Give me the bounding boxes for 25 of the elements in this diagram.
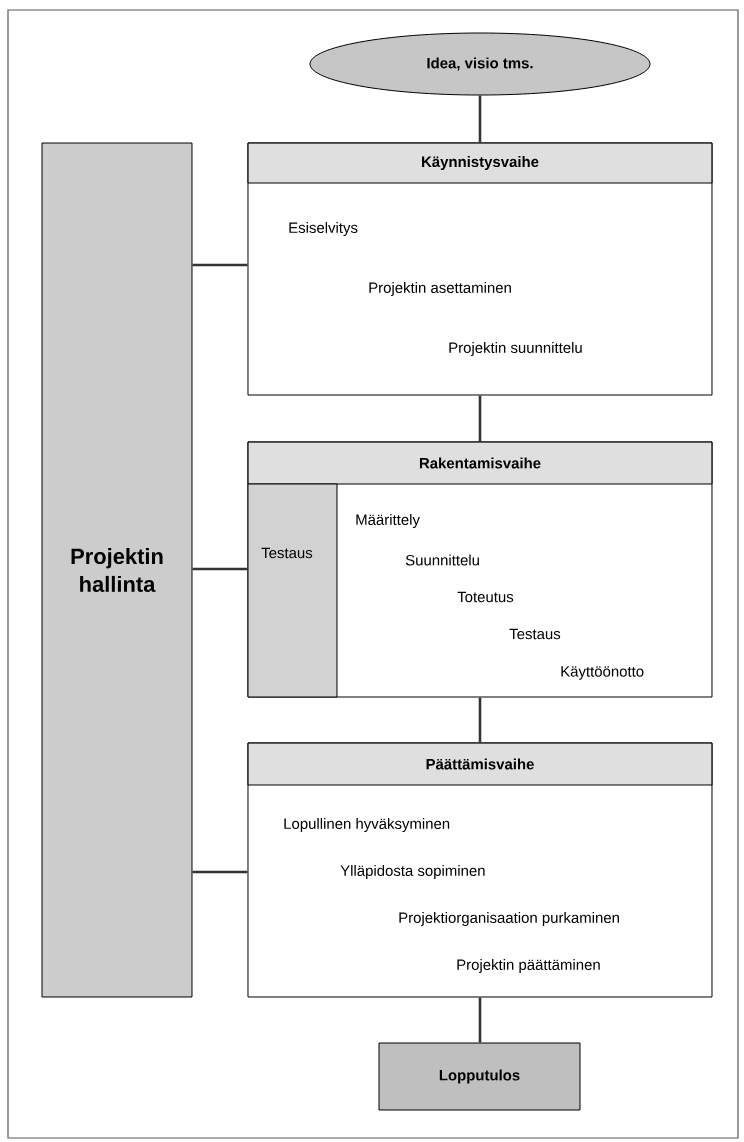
connector-line [192, 870, 248, 874]
step-label: Suunnittelu [405, 554, 479, 566]
connector-line [192, 567, 248, 571]
connector-line [192, 263, 248, 267]
step-label: Testaus [509, 628, 561, 640]
step-label: Projektin suunnittelu [449, 342, 582, 356]
phase-heading: Käynnistysvaihe [422, 156, 539, 170]
connector-line [478, 697, 482, 743]
connector-line [478, 395, 482, 442]
step-label: Projektiorganisaation purkaminen [399, 912, 619, 926]
phase-heading: Päättämisvaihe [426, 758, 534, 770]
step-label: Ylläpidosta sopiminen [340, 865, 485, 879]
step-label: Määrittely [356, 514, 420, 528]
step-label: Käyttöönotto [561, 666, 644, 680]
step-label: Esiselvitys [289, 222, 358, 236]
side-bar: Projektin hallinta [41, 142, 193, 998]
connector-line [478, 95, 482, 143]
connector-line [478, 997, 482, 1043]
step-label: Testaus [261, 547, 313, 559]
phase-heading: Rakentamisvaihe [419, 457, 541, 469]
step-label: Projektin päättäminen [457, 959, 600, 973]
result-box: Lopputulos [378, 1042, 581, 1111]
step-label: Projektin asettaminen [369, 282, 511, 296]
step-label: Toteutus [457, 591, 514, 603]
step-label: Lopullinen hyväksyminen [284, 818, 450, 832]
